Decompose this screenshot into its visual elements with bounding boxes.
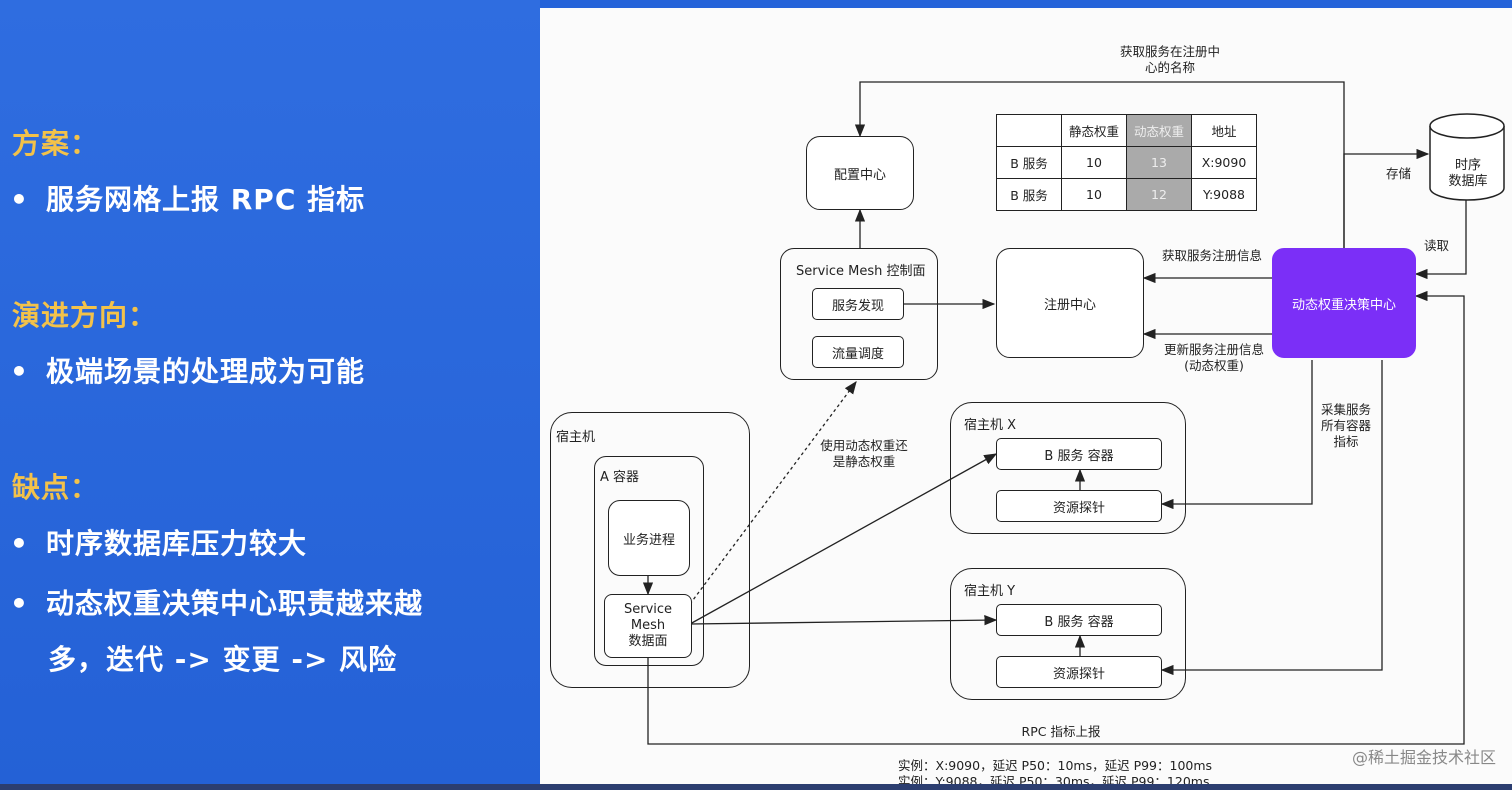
mesh-control-label: Service Mesh 控制面 <box>796 264 926 279</box>
tsdb-cylinder-icon <box>1429 113 1505 201</box>
container-a <box>594 456 704 666</box>
label-line: 指标 <box>1333 434 1359 449</box>
host-y-container <box>950 568 1186 700</box>
probe-y: 资源探针 <box>996 656 1162 688</box>
label-line: 获取服务在注册中 <box>1119 44 1220 59</box>
connector-lines <box>642 81 1467 745</box>
bullet-cons-1: •时序数据库压力较大 <box>10 527 308 560</box>
label-read: 读取 <box>1424 238 1450 253</box>
container-a-label: A 容器 <box>600 470 640 485</box>
mesh-control-container <box>780 248 938 380</box>
table-cell: Y:9088 <box>1191 178 1257 211</box>
bullet-text: 动态权重决策中心职责越来越 <box>46 587 424 620</box>
bullet-text: 极端场景的处理成为可能 <box>46 355 366 388</box>
tsdb-label: 时序 数据库 <box>1433 158 1503 190</box>
host-x-label: 宿主机 X <box>964 418 1017 433</box>
label-update-reg: 更新服务注册信息 (动态权重) <box>1152 342 1276 374</box>
service-discovery-box: 服务发现 <box>812 288 904 320</box>
mesh-data-plane-box: Service Mesh 数据面 <box>604 594 692 658</box>
host-x-container <box>950 402 1186 534</box>
traffic-scheduling-box: 流量调度 <box>812 336 904 368</box>
label-store: 存储 <box>1386 166 1412 181</box>
table-cell: B 服务 <box>996 146 1062 179</box>
watermark: @稀土掘金技术社区 <box>1351 748 1496 767</box>
tsdb-label-line2: 数据库 <box>1448 174 1488 189</box>
table-cell: 12 <box>1126 178 1192 211</box>
label-rpc: RPC 指标上报 <box>1021 724 1101 739</box>
label-line: 使用动态权重还 <box>820 438 908 453</box>
decision-center-box: 动态权重决策中心 <box>1272 248 1416 358</box>
mesh-data-line3: 数据面 <box>628 634 668 649</box>
host-left-label: 宿主机 <box>556 430 596 445</box>
table-header-cell: 地址 <box>1191 114 1257 147</box>
left-panel: 方案： •服务网格上报 RPC 指标 演进方向： •极端场景的处理成为可能 缺点… <box>0 0 540 790</box>
section-title-plan: 方案： <box>12 127 100 160</box>
bullet-text: 时序数据库压力较大 <box>46 527 308 560</box>
label-line: 心的名称 <box>1144 60 1195 75</box>
bullet-direction-1: •极端场景的处理成为可能 <box>10 355 366 388</box>
label-get-name: 获取服务在注册中 心的名称 <box>1110 44 1230 76</box>
label-line: (动态权重) <box>1184 358 1244 373</box>
registry-box: 注册中心 <box>996 248 1144 358</box>
section-title-cons: 缺点： <box>12 471 100 504</box>
bullet-text: 服务网格上报 RPC 指标 <box>46 183 366 216</box>
table-header-row: 静态权重 动态权重 地址 <box>996 114 1257 147</box>
label-use-weight: 使用动态权重还 是静态权重 <box>808 438 920 470</box>
b-service-container-y: B 服务 容器 <box>996 604 1162 636</box>
bullet-cons-2: •动态权重决策中心职责越来越 <box>10 587 424 620</box>
probe-x: 资源探针 <box>996 490 1162 522</box>
label-line: 所有容器 <box>1320 418 1371 433</box>
biz-process-box: 业务进程 <box>608 500 690 576</box>
table-cell: B 服务 <box>996 178 1062 211</box>
table-header-cell: 动态权重 <box>1126 114 1192 147</box>
bullet-cons-2-cont: 多，迭代 -> 变更 -> 风险 <box>48 643 398 676</box>
config-center-box: 配置中心 <box>806 136 914 210</box>
table-header-cell: 静态权重 <box>1061 114 1127 147</box>
table-cell: 10 <box>1061 178 1127 211</box>
table-cell: 10 <box>1061 146 1127 179</box>
table-header-cell <box>996 114 1062 147</box>
diagram-panel: 配置中心 Service Mesh 控制面 服务发现 流量调度 注册中心 动态权… <box>540 8 1512 790</box>
label-line: 是静态权重 <box>832 454 896 469</box>
table-row: B 服务 10 13 X:9090 <box>996 146 1257 179</box>
weight-table: 静态权重 动态权重 地址 B 服务 10 13 X:9090 B 服务 10 1… <box>996 114 1257 211</box>
section-title-direction: 演进方向： <box>12 299 158 332</box>
label-collect: 采集服务 所有容器 指标 <box>1314 402 1378 450</box>
table-row: B 服务 10 12 Y:9088 <box>996 178 1257 211</box>
label-line: 采集服务 <box>1320 402 1371 417</box>
mesh-data-line1: Service <box>623 602 673 617</box>
mesh-data-line2: Mesh <box>630 618 666 633</box>
table-cell: 13 <box>1126 146 1192 179</box>
bullet-plan-1: •服务网格上报 RPC 指标 <box>10 183 366 216</box>
b-service-container-x: B 服务 容器 <box>996 438 1162 470</box>
label-line: 更新服务注册信息 <box>1163 342 1264 357</box>
host-y-label: 宿主机 Y <box>964 584 1016 599</box>
bottom-bar <box>0 784 1512 790</box>
table-cell: X:9090 <box>1191 146 1257 179</box>
label-get-reg: 获取服务注册信息 <box>1161 248 1262 263</box>
host-left-container <box>550 412 750 688</box>
tsdb-label-line1: 时序 <box>1454 158 1481 173</box>
footer-line: 实例：X:9090，延迟 P50：10ms，延迟 P99：100ms <box>898 758 1213 773</box>
